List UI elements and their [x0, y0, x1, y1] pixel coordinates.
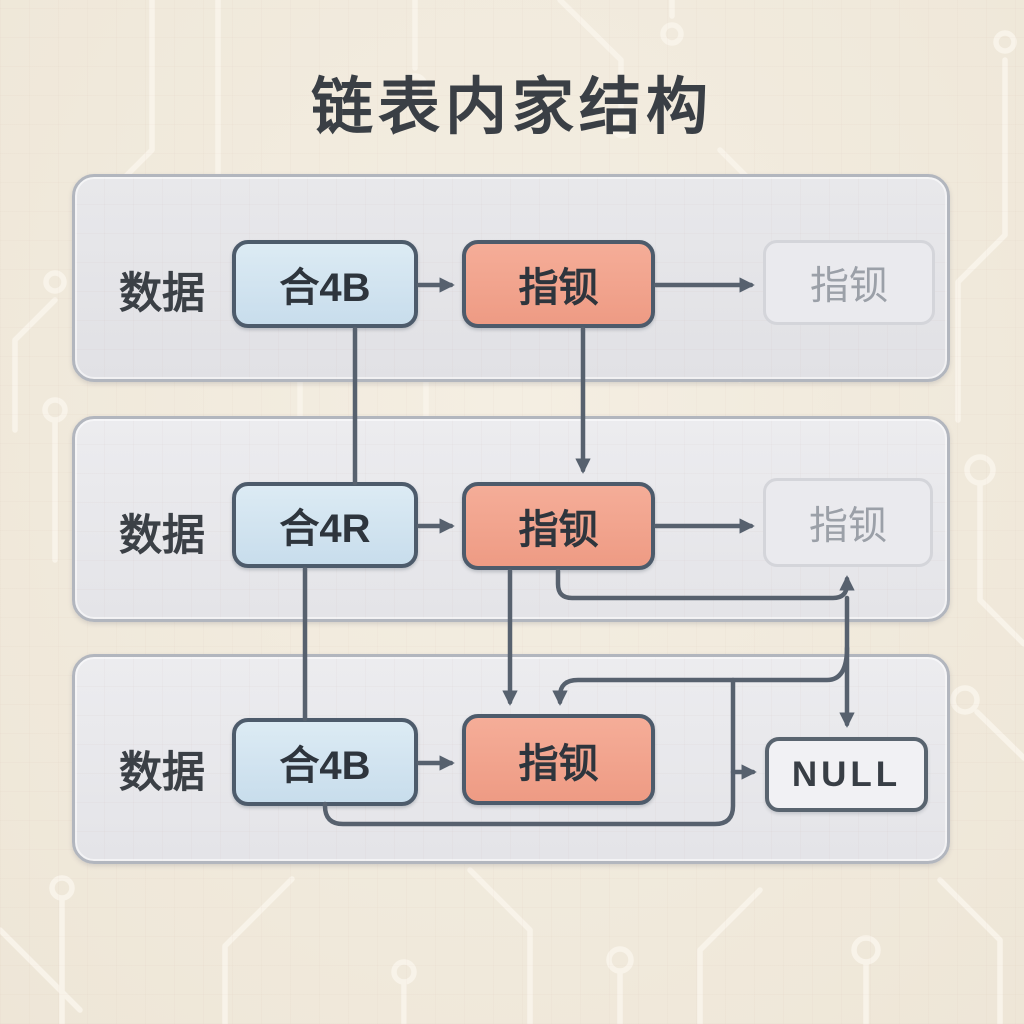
row2-next-ghost-box: 指钡 [763, 478, 933, 567]
row3-data-box: 合4B [232, 718, 418, 806]
row1-data-box: 合4B [232, 240, 418, 328]
row1-data-label: 数据 [119, 270, 205, 318]
row2-data-box: 合4R [232, 482, 418, 568]
row2-data-label: 数据 [119, 512, 205, 560]
row2-pointer-box: 指钡 [462, 482, 655, 570]
diagram-title: 链表内家结构 [310, 73, 713, 142]
row3-pointer-box: 指钡 [462, 714, 655, 805]
row1-next-ghost-box: 指钡 [763, 240, 935, 325]
row1-pointer-box: 指钡 [462, 240, 655, 328]
row3-data-label: 数据 [119, 749, 205, 797]
row3-null-box: NULL [765, 737, 928, 812]
